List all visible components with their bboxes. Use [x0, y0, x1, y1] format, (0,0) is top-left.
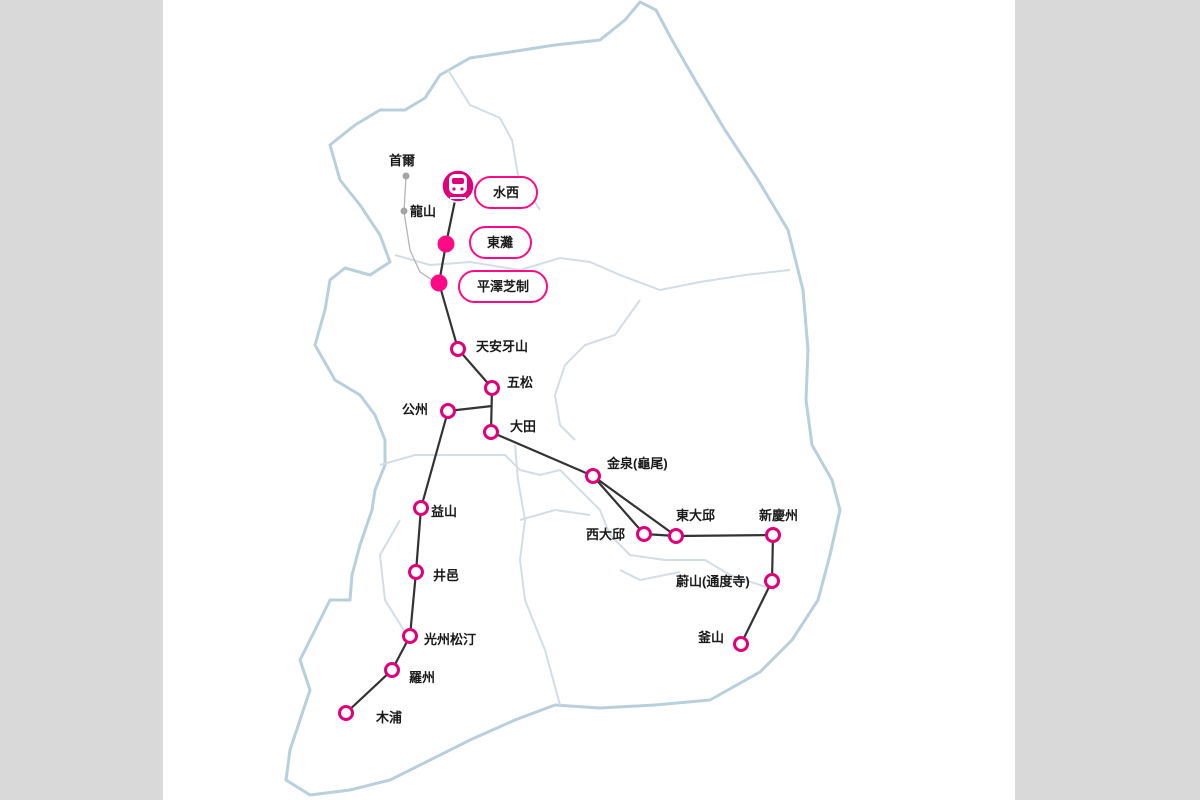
station-iksan[interactable] — [413, 500, 429, 516]
label-singyeongju: 新慶州 — [759, 508, 798, 523]
station-naju[interactable] — [384, 662, 400, 678]
station-cheonan[interactable] — [450, 341, 466, 357]
train-icon[interactable] — [441, 169, 475, 203]
station-rings — [338, 341, 781, 721]
station-busan[interactable] — [733, 636, 749, 652]
province-borders — [378, 69, 791, 706]
minor-station-seoul[interactable] — [402, 172, 410, 180]
station-ulsan[interactable] — [764, 573, 780, 589]
pill-text-suseo: 水西 — [493, 185, 519, 200]
station-dongtan-dot[interactable] — [437, 235, 455, 253]
label-seodaegu: 西大邱 — [586, 527, 625, 542]
label-yongsan: 龍山 — [410, 204, 436, 219]
label-mokpo: 木浦 — [375, 710, 402, 725]
station-gwangju[interactable] — [402, 628, 418, 644]
station-seodaegu[interactable] — [636, 526, 652, 542]
minor-line — [403, 175, 441, 286]
station-labels: 首爾 龍山 天安牙山 五松 公州 大田 金泉(龜尾) 西大邱 東大邱 新慶州 蔚… — [375, 153, 798, 725]
station-jeongeup[interactable] — [408, 564, 424, 580]
pill-text-dongtan: 東灘 — [487, 235, 513, 250]
station-daejeon[interactable] — [483, 424, 499, 440]
pill-label-dongtan[interactable]: 東灘 — [469, 226, 532, 259]
pill-label-pyeongtaek[interactable]: 平澤芝制 — [458, 270, 548, 303]
label-busan: 釜山 — [697, 630, 724, 645]
station-gongju[interactable] — [440, 403, 456, 419]
label-jeongeup: 井邑 — [433, 568, 459, 583]
label-seoul: 首爾 — [389, 153, 415, 168]
station-pyeongtaek-dot[interactable] — [430, 274, 448, 292]
station-dongdaegu[interactable] — [668, 528, 684, 544]
station-singyeongju[interactable] — [765, 527, 781, 543]
label-daejeon: 大田 — [510, 419, 536, 434]
pill-text-pyeongtaek: 平澤芝制 — [477, 279, 529, 294]
label-iksan: 益山 — [431, 504, 457, 519]
label-dongdaegu: 東大邱 — [676, 508, 715, 523]
label-gongju: 公州 — [402, 402, 428, 417]
label-gimcheon: 金泉(龜尾) — [606, 456, 668, 471]
pill-label-suseo[interactable]: 水西 — [474, 176, 538, 209]
station-osong[interactable] — [484, 380, 500, 396]
land-outline — [284, 0, 842, 797]
station-gimcheon[interactable] — [585, 468, 601, 484]
minor-station-yongsan[interactable] — [400, 207, 408, 215]
label-cheonan: 天安牙山 — [476, 339, 528, 354]
label-naju: 羅州 — [409, 670, 435, 685]
label-ulsan: 蔚山(通度寺) — [676, 574, 750, 589]
station-mokpo[interactable] — [338, 705, 354, 721]
label-osong: 五松 — [507, 375, 533, 390]
label-gwangju: 光州松汀 — [423, 632, 476, 647]
